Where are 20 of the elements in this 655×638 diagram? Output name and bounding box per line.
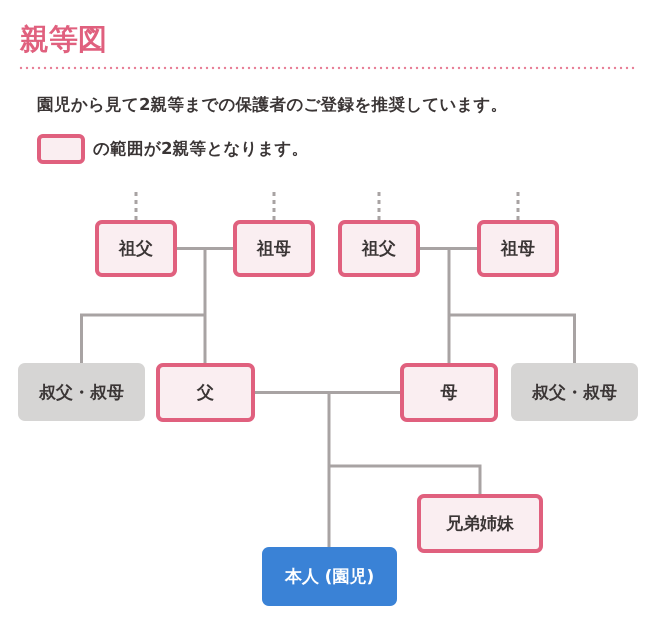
title: 親等図 [20,21,107,58]
dotted-line [516,192,520,220]
note-text: 園児から見て2親等までの保護者のご登録を推奨しています。 [37,94,508,116]
relative-box: 父 [156,363,255,422]
self-box: 本人 (園児) [262,547,397,606]
relative-box: 兄弟姉妹 [417,494,543,553]
relative-box: 祖母 [477,220,559,277]
family-line [418,247,576,364]
relative-box: 祖母 [233,220,315,277]
family-line [80,247,234,364]
relative-box: 母 [400,363,498,422]
relative-box: 叔父・叔母 [511,363,638,421]
relative-box: 祖父 [95,220,177,277]
dotted-line [378,192,380,220]
dotted-line [134,192,138,220]
relative-box: 祖父 [338,220,420,277]
family-line [254,391,482,548]
dotted-line [272,192,276,220]
relative-box: 叔父・叔母 [18,363,145,421]
legend-text: の範囲が2親等となります。 [93,138,308,160]
